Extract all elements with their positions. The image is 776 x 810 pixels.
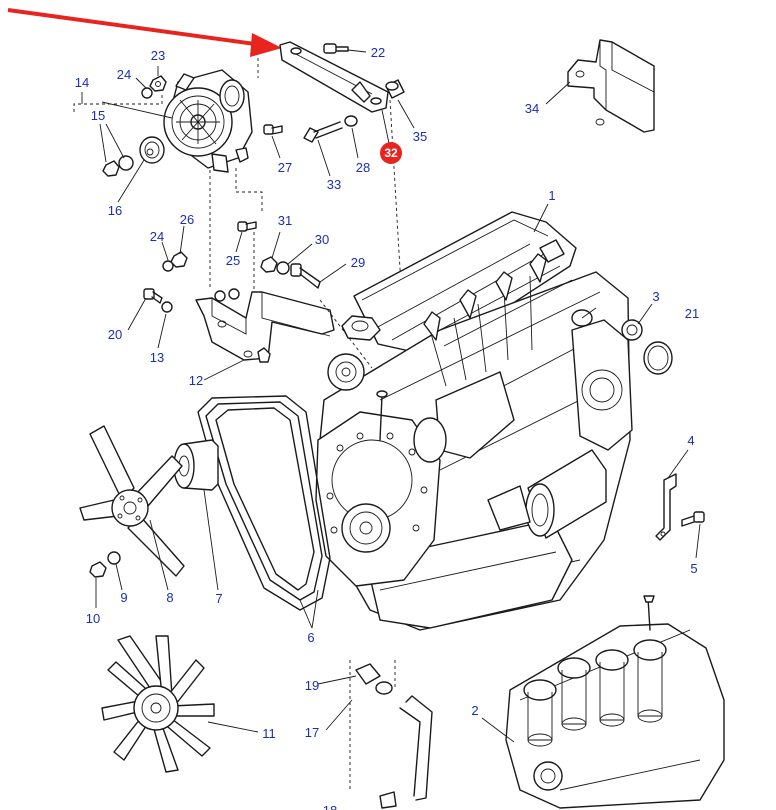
short-block-2 (505, 595, 725, 809)
part-label-10[interactable]: 10 (86, 611, 100, 626)
part-label-22[interactable]: 22 (371, 45, 385, 60)
part-label-5[interactable]: 5 (690, 561, 697, 576)
washer-24-mid (162, 260, 174, 272)
part-labels: 1 2 3 4 5 6 7 8 9 10 11 12 13 14 15 16 1… (75, 45, 699, 810)
part-label-17[interactable]: 17 (305, 725, 319, 740)
part-label-31[interactable]: 31 (278, 213, 292, 228)
bolt-20 (143, 288, 163, 304)
part-label-9[interactable]: 9 (120, 590, 127, 605)
part-label-11[interactable]: 11 (262, 726, 276, 741)
nut-10 (89, 561, 107, 578)
part-label-27[interactable]: 27 (278, 160, 292, 175)
part-label-21[interactable]: 21 (685, 306, 699, 321)
engine-assembly (315, 211, 633, 631)
part-label-19[interactable]: 19 (305, 678, 319, 693)
highlight-arrow (7, 8, 282, 57)
part-label-1[interactable]: 1 (548, 188, 555, 203)
washer-24-top (141, 87, 153, 99)
part-label-4[interactable]: 4 (687, 433, 694, 448)
bolt-25 (237, 221, 257, 232)
nut-31 (260, 256, 278, 273)
alternator-bracket[interactable] (279, 41, 389, 113)
washer-28 (344, 115, 358, 127)
part-label-6[interactable]: 6 (307, 630, 314, 645)
part-label-3[interactable]: 3 (652, 289, 659, 304)
part-label-23[interactable]: 23 (151, 48, 165, 63)
badge-circle (380, 142, 402, 164)
part-label-30[interactable]: 30 (315, 232, 329, 247)
washer-15 (118, 155, 134, 171)
part-label-2[interactable]: 2 (471, 703, 478, 718)
alternator (163, 69, 253, 173)
part-label-18[interactable]: 18 (323, 803, 337, 810)
bolt-29 (290, 263, 321, 289)
bolt-33 (303, 121, 343, 143)
part-label-24-top[interactable]: 24 (117, 67, 131, 82)
part-label-20[interactable]: 20 (108, 327, 122, 342)
mounting-bracket-34 (567, 39, 655, 133)
ref-line (235, 168, 263, 214)
part-label-7[interactable]: 7 (215, 591, 222, 606)
part-label-25[interactable]: 25 (226, 253, 240, 268)
fitting-19 (355, 663, 393, 695)
washer-30 (276, 261, 290, 275)
part-label-8[interactable]: 8 (166, 590, 173, 605)
leader-lines (81, 49, 701, 743)
part-label-24-mid[interactable]: 24 (150, 229, 164, 244)
washer-9 (107, 551, 121, 565)
bolt-22 (323, 43, 349, 54)
o-ring-21 (643, 341, 673, 375)
badge-label: 32 (384, 146, 398, 160)
part-label-28[interactable]: 28 (356, 160, 370, 175)
hose-18 (379, 695, 433, 809)
bracket-12 (195, 288, 335, 363)
part-label-12[interactable]: 12 (189, 373, 203, 388)
screw-5 (681, 511, 705, 527)
seal-3 (621, 319, 643, 341)
nut-15 (102, 160, 120, 177)
part-label-35[interactable]: 35 (413, 129, 427, 144)
part-label-15[interactable]: 15 (91, 108, 105, 123)
part-label-26[interactable]: 26 (180, 212, 194, 227)
highlighted-part-badge[interactable]: 32 (380, 142, 402, 164)
part-label-29[interactable]: 29 (351, 255, 365, 270)
pulley-16 (139, 136, 165, 164)
spacer-35 (385, 79, 405, 99)
washer-13 (161, 301, 173, 313)
part-label-34[interactable]: 34 (525, 101, 539, 116)
fan-11 (101, 635, 215, 773)
fan-8 (79, 425, 185, 577)
part-label-16[interactable]: 16 (108, 203, 122, 218)
clip-4 (655, 473, 677, 541)
part-label-33[interactable]: 33 (327, 177, 341, 192)
part-label-14[interactable]: 14 (75, 75, 89, 90)
nut-23 (149, 75, 167, 92)
bolt-27 (263, 124, 283, 135)
fan-spacer-7 (173, 439, 219, 491)
part-label-13[interactable]: 13 (150, 350, 164, 365)
fan-belt-6 (197, 395, 331, 611)
